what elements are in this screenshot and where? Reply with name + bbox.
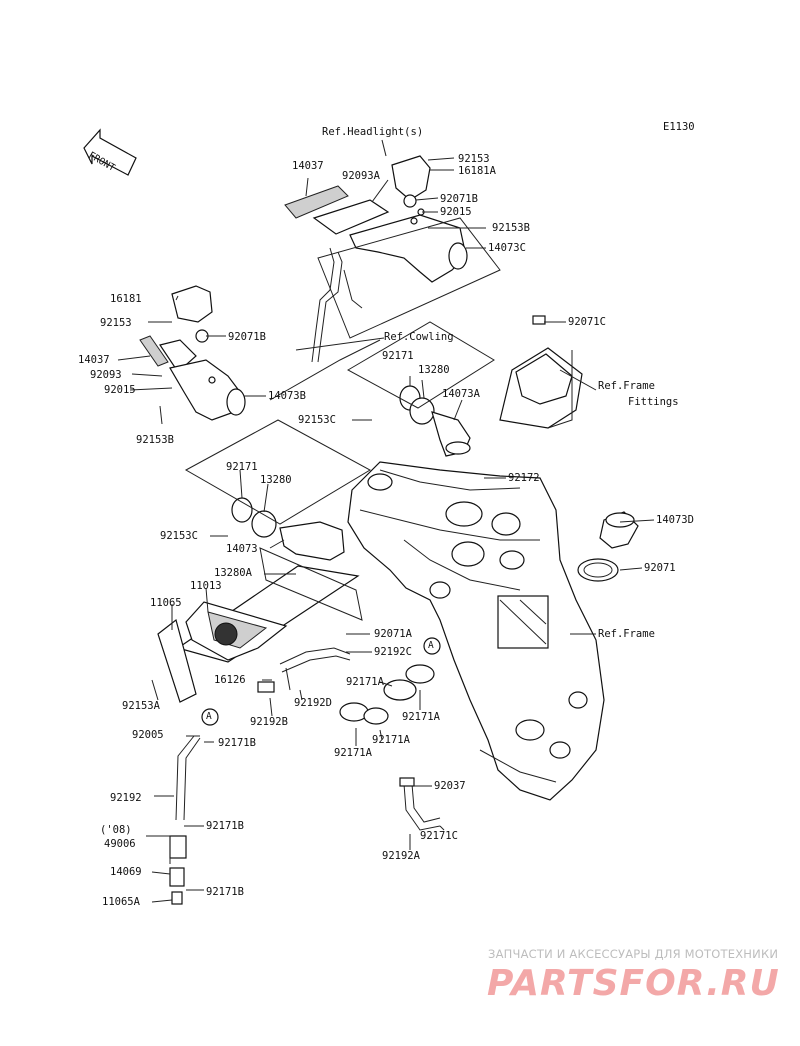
part-92093A: 92093A bbox=[342, 170, 380, 182]
front-arrow-icon bbox=[83, 128, 137, 176]
lower-intake-duct bbox=[231, 497, 345, 561]
part-14037-left: 14037 bbox=[78, 354, 110, 366]
part-11065: 11065 bbox=[150, 597, 182, 609]
part-11065A: 11065A bbox=[102, 896, 140, 908]
frame-fitting-cover bbox=[499, 315, 583, 429]
part-11013: 11013 bbox=[190, 580, 222, 592]
left-duct bbox=[139, 285, 246, 421]
part-92171B-bot: 92171B bbox=[206, 886, 244, 898]
part-92153B-top: 92153B bbox=[492, 222, 530, 234]
part-92071B-top: 92071B bbox=[440, 193, 478, 205]
part-92153-top: 92153 bbox=[458, 153, 490, 165]
part-92005: 92005 bbox=[132, 729, 164, 741]
intake-funnel-14073D bbox=[599, 511, 639, 549]
part-92171B-top: 92171B bbox=[218, 737, 256, 749]
part-92171A-1: 92171A bbox=[346, 676, 384, 688]
part-92171C: 92171C bbox=[420, 830, 458, 842]
part-49006: 49006 bbox=[104, 838, 136, 850]
part-16181: 16181 bbox=[110, 293, 142, 305]
year-08-label: ('08) bbox=[100, 824, 132, 836]
part-92153C-mid: 92153C bbox=[298, 414, 336, 426]
part-14073A: 14073A bbox=[442, 388, 480, 400]
part-92015-left: 92015 bbox=[104, 384, 136, 396]
ref-headlights-label: Ref.Headlight(s) bbox=[322, 126, 424, 138]
part-92171A-3: 92171A bbox=[372, 734, 410, 746]
part-92171-low: 92171 bbox=[226, 461, 258, 473]
grommet-92071 bbox=[577, 558, 619, 582]
ref-frame-label: Ref.Frame bbox=[598, 628, 655, 640]
part-92153B-left: 92153B bbox=[136, 434, 174, 446]
part-92153-left: 92153 bbox=[100, 317, 132, 329]
part-92153C-low: 92153C bbox=[160, 530, 198, 542]
part-92192: 92192 bbox=[110, 792, 142, 804]
leader-lines bbox=[117, 139, 655, 903]
diagram-code: E1130 bbox=[663, 121, 695, 133]
breather-hose-canister bbox=[169, 735, 201, 905]
part-92171B-mid: 92171B bbox=[206, 820, 244, 832]
part-92192D: 92192D bbox=[294, 697, 332, 709]
ref-cowling-label: Ref.Cowling bbox=[384, 331, 454, 343]
part-14073B: 14073B bbox=[268, 390, 306, 402]
ref-frame-fittings-line1: Ref.Frame bbox=[598, 380, 655, 392]
part-14073D: 14073D bbox=[656, 514, 694, 526]
part-92192B: 92192B bbox=[250, 716, 288, 728]
marker-a-frame-label: A bbox=[428, 640, 434, 651]
watermark-caption: ЗАПЧАСТИ И АКСЕССУАРЫ ДЛЯ МОТОТЕХНИКИ bbox=[488, 947, 779, 961]
air-filter-element bbox=[157, 565, 360, 703]
part-13280A: 13280A bbox=[214, 567, 252, 579]
watermark-logo: PARTSFOR.RU bbox=[487, 963, 780, 1004]
ref-frame-fittings-line2: Fittings bbox=[628, 396, 679, 408]
marker-a-frame-icon bbox=[423, 637, 441, 655]
mid-intake-duct bbox=[399, 385, 471, 457]
part-13280-low: 13280 bbox=[260, 474, 292, 486]
part-14069: 14069 bbox=[110, 866, 142, 878]
marker-a-hose-icon bbox=[201, 708, 219, 726]
part-92093: 92093 bbox=[90, 369, 122, 381]
part-16126: 16126 bbox=[214, 674, 246, 686]
part-92071: 92071 bbox=[644, 562, 676, 574]
part-92037: 92037 bbox=[434, 780, 466, 792]
main-frame bbox=[347, 461, 605, 801]
part-16181A: 16181A bbox=[458, 165, 496, 177]
part-92153A: 92153A bbox=[122, 700, 160, 712]
part-92171A-4: 92171A bbox=[334, 747, 372, 759]
marker-a-hose-label: A bbox=[206, 711, 212, 722]
upper-right-duct bbox=[284, 155, 468, 363]
part-92071A: 92071A bbox=[374, 628, 412, 640]
part-92192A: 92192A bbox=[382, 850, 420, 862]
hose-assembly bbox=[257, 647, 441, 831]
part-92071C: 92071C bbox=[568, 316, 606, 328]
part-14037-top: 14037 bbox=[292, 160, 324, 172]
part-92172: 92172 bbox=[508, 472, 540, 484]
part-14073C: 14073C bbox=[488, 242, 526, 254]
part-13280-mid: 13280 bbox=[418, 364, 450, 376]
part-92171-mid: 92171 bbox=[382, 350, 414, 362]
part-92192C: 92192C bbox=[374, 646, 412, 658]
part-14073: 14073 bbox=[226, 543, 258, 555]
part-92071B-left: 92071B bbox=[228, 331, 266, 343]
part-92171A-2: 92171A bbox=[402, 711, 440, 723]
part-92015-top: 92015 bbox=[440, 206, 472, 218]
